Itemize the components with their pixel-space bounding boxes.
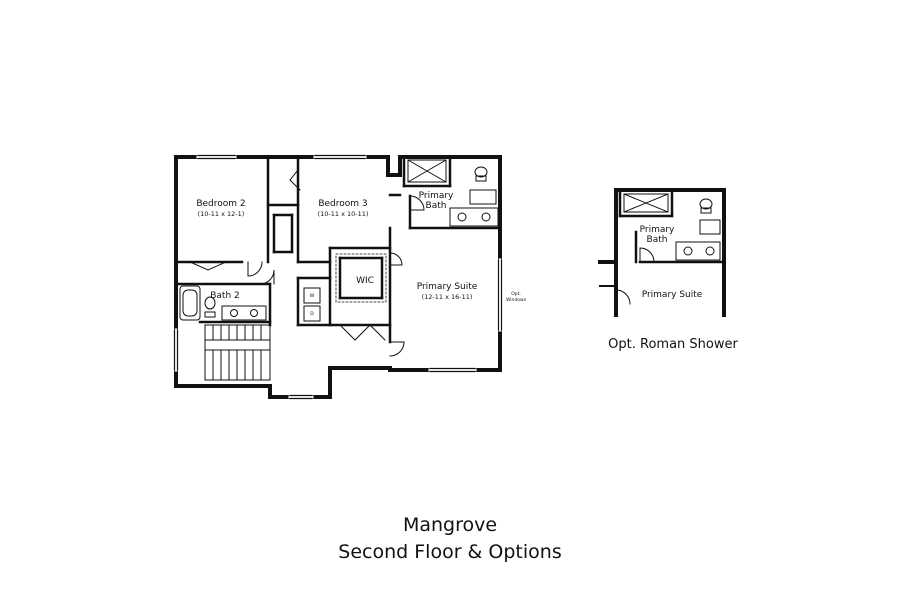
option-fixtures [599, 193, 721, 305]
bedroom3-label: Bedroom 3 [318, 199, 367, 209]
option-primary-suite-label: Primary Suite [642, 290, 703, 300]
primary-bath-fixtures [407, 159, 499, 227]
primary-suite-dims: (12-11 x 16-11) [422, 293, 473, 301]
plan-title: Mangrove [402, 514, 498, 536]
exterior-walls [174, 155, 502, 399]
interior-walls [174, 155, 502, 344]
windows [173, 154, 503, 400]
opt-windows-note-line1: Opt. [511, 291, 521, 297]
option-roman-shower-plan [598, 188, 726, 317]
option-caption: Opt. Roman Shower [608, 337, 738, 352]
opt-windows-note-line2: Windows [506, 297, 527, 303]
dryer-label: D [310, 311, 314, 317]
stairs [204, 324, 271, 381]
bedroom2-label: Bedroom 2 [196, 199, 245, 209]
washer-label: W [310, 293, 315, 299]
laundry-appliances [303, 287, 321, 322]
option-primary-bath-label-line2: Bath [647, 235, 668, 245]
primary-bath-label-line2: Bath [426, 201, 447, 211]
option-plan-labels: Primary Bath Primary Suite Opt. Roman Sh… [608, 225, 738, 352]
bedroom2-dims: (10-11 x 12-1) [198, 210, 245, 218]
option-exterior-walls [598, 188, 726, 317]
primary-bath-label-line1: Primary [419, 191, 454, 201]
plan-subtitle: Second Floor & Options [338, 541, 562, 563]
bedroom3-dims: (10-11 x 10-11) [318, 210, 369, 218]
option-primary-bath-label-line1: Primary [640, 225, 675, 235]
bath2-label: Bath 2 [210, 291, 240, 301]
wic-shelving [335, 253, 387, 303]
door-swings [189, 169, 425, 357]
wic-label: WIC [356, 276, 374, 286]
primary-suite-label: Primary Suite [417, 282, 478, 292]
second-floor-plan [173, 154, 503, 400]
bath2-fixtures [179, 285, 267, 321]
main-plan-labels: Bedroom 2 (10-11 x 12-1) Bedroom 3 (10-1… [196, 191, 526, 317]
